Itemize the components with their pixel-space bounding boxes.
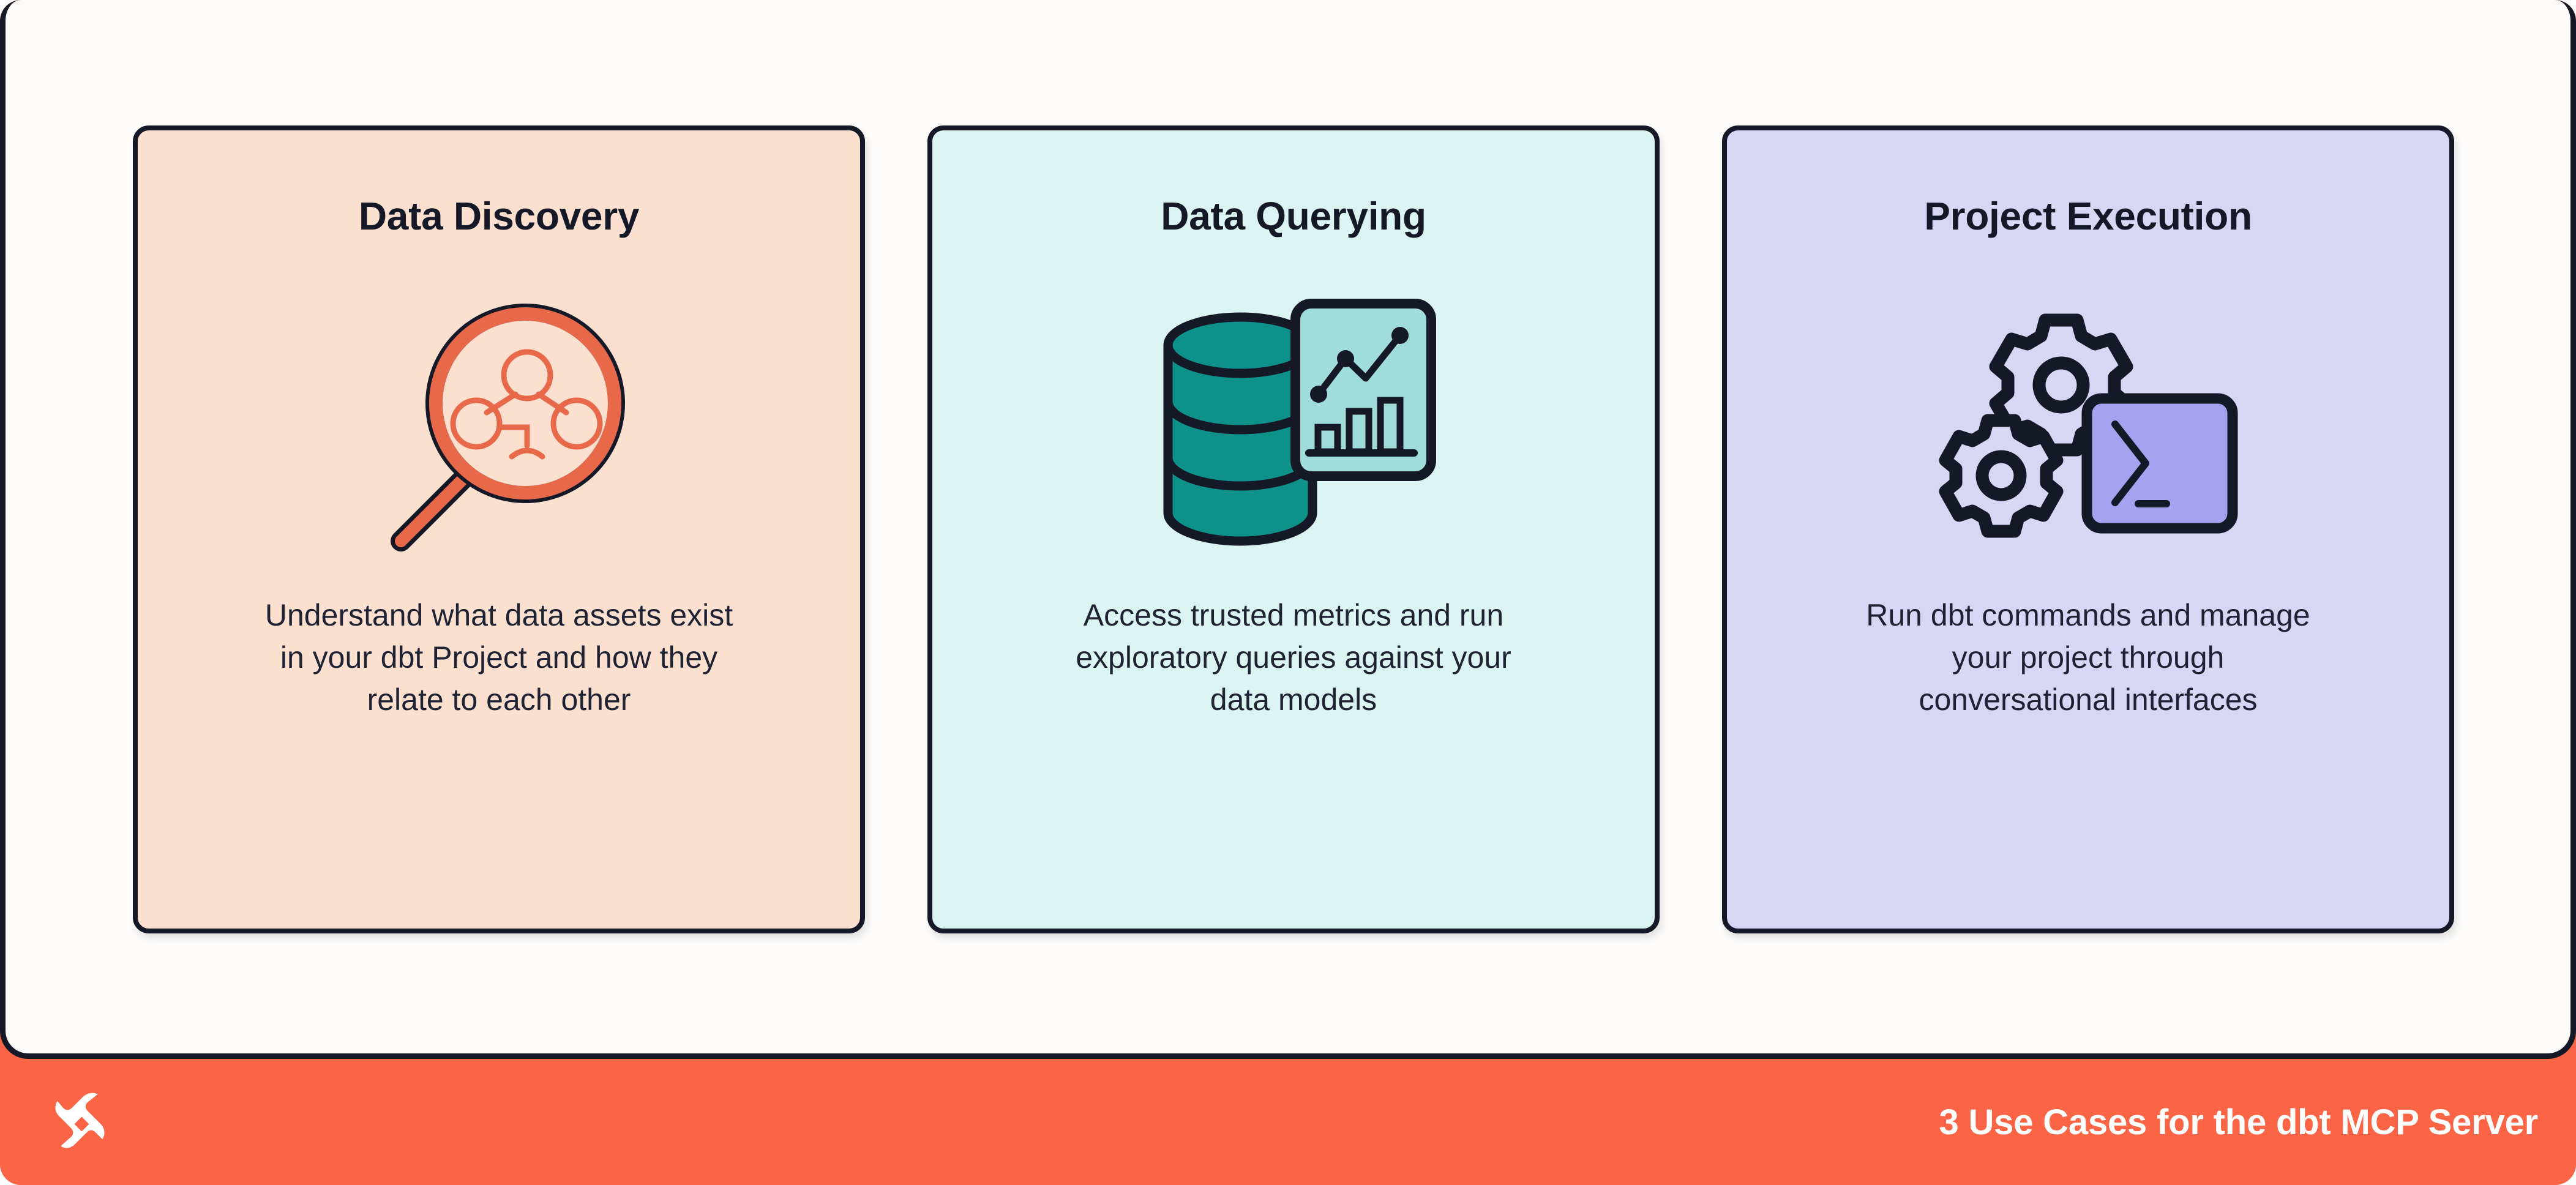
content-panel: Data Discovery — [0, 0, 2576, 1059]
card-title: Project Execution — [1924, 194, 2252, 238]
card-description: Access trusted metrics and run explorato… — [1076, 598, 1511, 717]
footer-bar: 3 Use Cases for the dbt MCP Server — [0, 1059, 2576, 1185]
use-case-card-row: Data Discovery — [6, 0, 2576, 1059]
gears-terminal-icon — [1935, 270, 2241, 588]
use-case-card-data-discovery[interactable]: Data Discovery — [133, 125, 865, 933]
card-title: Data Querying — [1161, 194, 1426, 238]
magnifier-node-graph-icon — [355, 270, 643, 588]
database-chart-icon — [1144, 270, 1443, 588]
use-case-card-data-querying[interactable]: Data Querying — [927, 125, 1660, 933]
card-title: Data Discovery — [358, 194, 640, 238]
dbt-logo-icon — [39, 1082, 120, 1162]
footer-caption: 3 Use Cases for the dbt MCP Server — [1939, 1102, 2539, 1142]
card-description: Understand what data assets exist in you… — [264, 598, 733, 717]
use-case-card-project-execution[interactable]: Project Execution — [1722, 125, 2454, 933]
card-description: Run dbt commands and manage your project… — [1866, 598, 2310, 717]
